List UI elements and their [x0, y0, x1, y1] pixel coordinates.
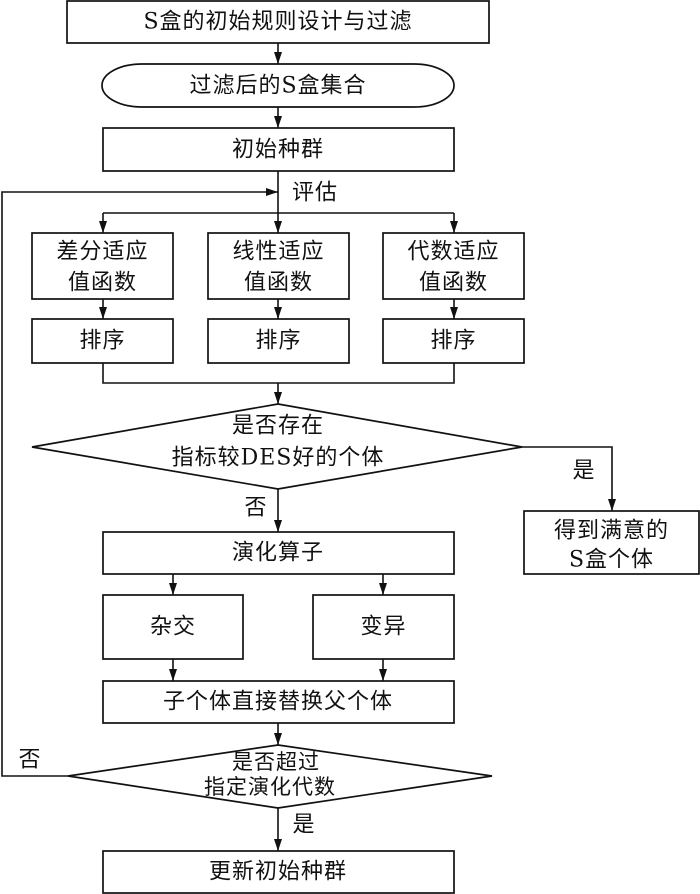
label-decision-des-line2: 指标较DES好的个体 — [172, 446, 385, 471]
label-algebraic-fitness-line1: 代数适应 — [407, 240, 499, 265]
label-linear-fitness-line2: 值函数 — [244, 271, 313, 296]
label-sort-algebraic: 排序 — [430, 329, 476, 354]
box-evolution-operator — [102, 531, 455, 575]
label-satisfied-result-line1: 得到满意的 — [554, 519, 669, 544]
label-differential-fitness-line1: 差分适应 — [56, 240, 148, 265]
label-evolution-operator: 演化算子 — [232, 541, 324, 566]
label-decision-generation-line1: 是否超过 — [232, 750, 320, 774]
box-sort-linear — [207, 318, 350, 364]
label-replace-parents: 子个体直接替换父个体 — [163, 690, 393, 715]
label-sort-differential: 排序 — [79, 329, 125, 354]
box-crossover — [102, 594, 244, 660]
collector-bar — [102, 363, 455, 384]
label-initial-population: 初始种群 — [232, 138, 324, 163]
box-mutation — [312, 594, 455, 660]
label-filtered-set: 过滤后的S盒集合 — [189, 74, 366, 99]
label-initial-rule-design: S盒的初始规则设计与过滤 — [143, 10, 412, 35]
label-crossover: 杂交 — [150, 615, 196, 640]
feedback-loop-arrow — [1, 188, 278, 777]
label-decision-des-line1: 是否存在 — [232, 414, 324, 439]
label-yes-des: 是 — [572, 459, 595, 484]
label-decision-generation-line2: 指定演化代数 — [204, 775, 336, 799]
box-initial-rule-design — [66, 0, 490, 44]
label-mutation: 变异 — [360, 615, 406, 640]
label-sort-linear: 排序 — [255, 329, 301, 354]
label-linear-fitness-line1: 线性适应 — [232, 240, 324, 265]
box-algebraic-fitness — [382, 232, 525, 300]
arrow-yes-to-result — [522, 446, 616, 511]
label-differential-fitness-line2: 值函数 — [68, 271, 137, 296]
label-evaluate: 评估 — [292, 181, 338, 206]
label-yes-generation: 是 — [292, 813, 315, 838]
box-update-population — [102, 850, 455, 894]
label-satisfied-result-line2: S盒个体 — [569, 548, 654, 573]
box-linear-fitness — [207, 232, 350, 300]
label-algebraic-fitness-line2: 值函数 — [419, 271, 488, 296]
box-satisfied-result — [523, 510, 700, 575]
label-no-generation: 否 — [18, 748, 41, 773]
label-no-des: 否 — [244, 496, 267, 521]
label-update-population: 更新初始种群 — [209, 860, 347, 885]
box-replace-parents — [102, 680, 455, 724]
box-sort-algebraic — [382, 318, 525, 364]
